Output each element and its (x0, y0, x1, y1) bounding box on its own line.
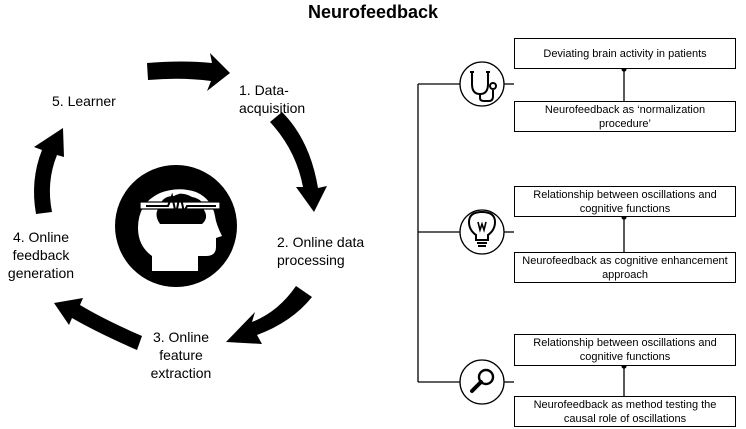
cycle-step-2-line-2: processing (277, 252, 345, 268)
cycle-arrow-5 (34, 128, 64, 214)
head-brain-signal-icon (115, 165, 237, 287)
cycle-step-3-line-3: extraction (150, 365, 212, 381)
cycle-arrow-1 (147, 53, 230, 91)
cycle-step-3-label: 3. Online feature extraction (146, 328, 216, 382)
cycle-step-1-line-1: 1. Data- (239, 82, 289, 98)
page-title: Neurofeedback (307, 2, 439, 22)
cycle-arrows (34, 53, 327, 350)
cycle-step-2-label: 2. Online data processing (277, 233, 364, 269)
cycle-arrow-3 (226, 286, 312, 344)
cycle-step-3-line-2: feature (159, 347, 203, 363)
group-2-bottom-box: Neurofeedback as cognitive enhancement a… (514, 252, 736, 283)
cycle-step-1-label: 1. Data- acquisition (239, 81, 305, 117)
group-1-top-box: Deviating brain activity in patients (514, 38, 736, 69)
lightbulb-icon (459, 209, 505, 255)
cycle-arrow-2 (270, 112, 327, 212)
cycle-arrow-4 (54, 298, 142, 350)
group-3-bottom-box: Neurofeedback as method testing the caus… (514, 396, 736, 427)
group-1-bottom-box: Neurofeedback as ‘normalization procedur… (514, 101, 736, 132)
cycle-step-4-line-2: feedback (12, 247, 70, 263)
magnifier-icon (459, 359, 505, 405)
cycle-step-3-line-1: 3. Online (152, 329, 210, 345)
stethoscope-icon (459, 61, 505, 107)
cycle-step-4-line-3: generation (7, 265, 75, 281)
cycle-step-4-line-1: 4. Online (12, 229, 70, 245)
group-2-top-box: Relationship between oscillations and co… (514, 186, 736, 217)
cycle-step-4-label: 4. Online feedback generation (4, 228, 78, 282)
cycle-step-5-label: 5. Learner (52, 92, 116, 110)
group-3-top-box: Relationship between oscillations and co… (514, 334, 736, 366)
cycle-step-1-line-2: acquisition (239, 100, 306, 116)
tree-connectors (417, 69, 625, 396)
cycle-step-2-line-1: 2. Online data (277, 234, 365, 250)
cycle-step-5-line-1: 5. Learner (52, 93, 116, 109)
